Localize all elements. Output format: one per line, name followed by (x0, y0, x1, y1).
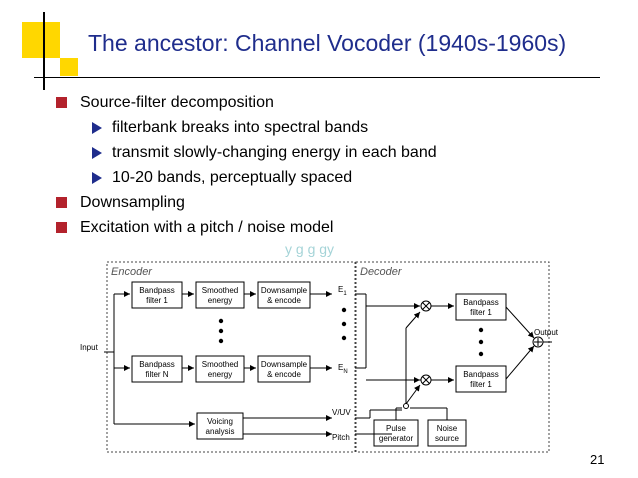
svg-text:& encode: & encode (267, 296, 301, 305)
svg-text:Voicing: Voicing (207, 417, 233, 426)
bandpass-filter-1-block (131, 281, 183, 309)
smoothed-energy-n-block (195, 355, 245, 383)
svg-text:Noise: Noise (437, 424, 458, 433)
svg-text:source: source (435, 434, 460, 443)
switch-node (403, 403, 409, 409)
output-label: Output (534, 328, 559, 337)
svg-text:energy: energy (208, 370, 232, 379)
channel-vocoder-diagram: Encoder Decoder (80, 261, 559, 453)
svg-text:Bandpass: Bandpass (139, 360, 175, 369)
faded-background-text: y g g gy (285, 241, 335, 257)
bullet-list: Source-filter decomposition filterbank b… (56, 90, 437, 240)
page-number: 21 (590, 452, 605, 467)
accent-yellow-square-top (22, 22, 60, 58)
svg-text:Downsample: Downsample (261, 286, 308, 295)
svg-text:energy: energy (208, 296, 232, 305)
slide-title: The ancestor: Channel Vocoder (1940s-196… (88, 30, 567, 56)
svg-text:filter 1: filter 1 (470, 308, 492, 317)
svg-text:Pulse: Pulse (386, 424, 407, 433)
accent-vertical-line (43, 12, 45, 90)
svg-text:analysis: analysis (206, 427, 235, 436)
decoder-label: Decoder (360, 266, 403, 278)
downsample-1-block (257, 281, 311, 309)
decoder-frame (355, 261, 550, 453)
svg-text:generator: generator (379, 434, 414, 443)
downsample-n-block (257, 355, 311, 383)
svg-text:Bandpass: Bandpass (463, 298, 499, 307)
accent-yellow-square-bottom (60, 58, 78, 76)
encoder-label: Encoder (111, 266, 153, 278)
bandpass-filter-n-block (131, 355, 183, 383)
bullet-item: Downsampling (56, 190, 437, 215)
svg-text:& encode: & encode (267, 370, 301, 379)
svg-text:Smoothed: Smoothed (202, 286, 238, 295)
svg-text:Bandpass: Bandpass (463, 370, 499, 379)
bullet-item: Excitation with a pitch / noise model (56, 215, 437, 240)
pitch-label: Pitch (332, 433, 350, 442)
voicing-analysis-block (196, 412, 244, 440)
svg-text:filter 1: filter 1 (146, 296, 168, 305)
sub-bullet-item: filterbank breaks into spectral bands (56, 115, 437, 140)
bullet-item: Source-filter decomposition (56, 90, 437, 115)
sub-bullet-item: transmit slowly-changing energy in each … (56, 140, 437, 165)
svg-text:Smoothed: Smoothed (202, 360, 238, 369)
accent-horizontal-line (34, 77, 600, 78)
en-label: EN (338, 363, 348, 375)
e1-label: E1 (338, 285, 347, 297)
smoothed-energy-1-block (195, 281, 245, 309)
encoder-frame (106, 261, 356, 453)
vuv-label: V/UV (332, 408, 351, 417)
sub-bullet-item: 10-20 bands, perceptually spaced (56, 165, 437, 190)
input-label: Input (80, 343, 99, 352)
svg-text:filter 1: filter 1 (470, 380, 492, 389)
svg-text:Bandpass: Bandpass (139, 286, 175, 295)
svg-text:filter N: filter N (145, 370, 168, 379)
svg-text:Downsample: Downsample (261, 360, 308, 369)
